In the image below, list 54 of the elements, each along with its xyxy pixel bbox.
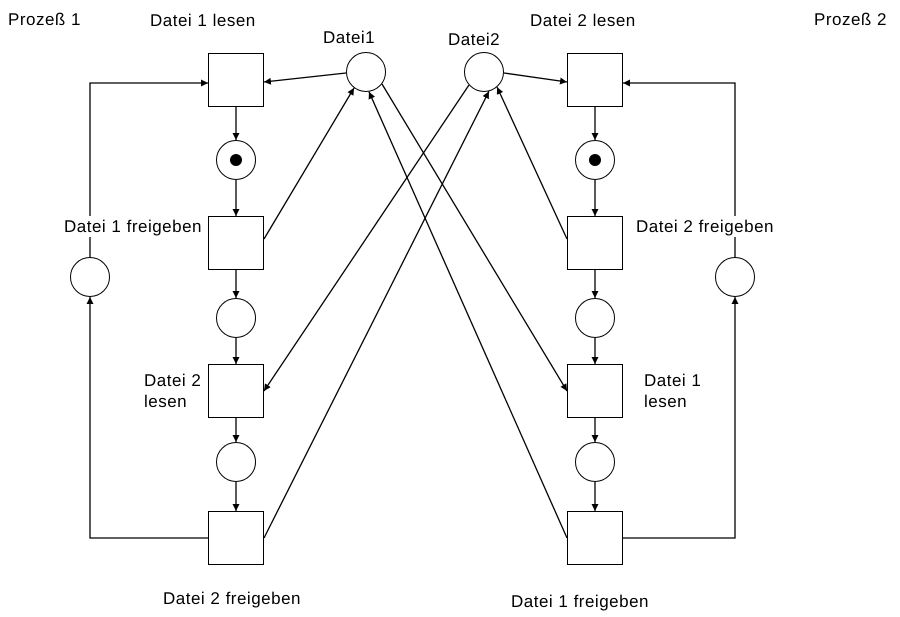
arc-arrow — [496, 86, 568, 240]
arc-arrow — [381, 84, 568, 392]
node-label: Datei2 — [448, 29, 500, 50]
node-label: Datei 1 lesen — [644, 370, 702, 412]
arc-arrow — [504, 72, 568, 84]
place-circle — [216, 442, 256, 482]
process-label: Prozeß 1 — [8, 9, 81, 30]
arc-arrow — [232, 482, 240, 511]
arc-arrow — [592, 180, 598, 216]
transition-box — [208, 53, 264, 107]
node-label: Datei 1 freigeben — [511, 591, 649, 612]
place-circle — [464, 52, 504, 92]
node-label: Datei 2 freigeben — [636, 216, 774, 238]
arc-arrow — [263, 84, 470, 392]
arc-arrow — [232, 107, 240, 140]
place-circle — [216, 140, 256, 180]
arc-arrow — [263, 88, 355, 240]
arc-arrow — [592, 418, 598, 442]
transition-box — [567, 53, 623, 107]
place-circle — [575, 140, 615, 180]
place-circle — [575, 442, 615, 482]
node-label: Datei 2 lesen — [530, 10, 636, 32]
transition-box — [567, 511, 623, 565]
transition-box — [208, 511, 264, 565]
node-label: Datei1 — [323, 27, 376, 48]
node-label: Datei 2 lesen — [144, 370, 202, 412]
place-circle — [575, 298, 615, 338]
arc-arrow — [592, 482, 598, 511]
arc-arrow — [263, 91, 490, 538]
transition-box — [567, 364, 623, 418]
place-circle — [216, 298, 256, 338]
arc-arrow — [232, 270, 240, 298]
transition-box — [208, 216, 264, 270]
arc-arrow — [232, 418, 240, 442]
arc-arrow — [623, 297, 738, 539]
arc-arrow — [89, 80, 208, 257]
place-circle — [715, 257, 755, 297]
arc-arrow — [592, 270, 598, 298]
arc-arrow — [264, 72, 346, 85]
arc-arrow — [232, 180, 240, 216]
transition-box — [567, 216, 623, 270]
arc-arrow — [368, 92, 568, 538]
arc-arrow — [232, 338, 240, 364]
process-label: Prozeß 2 — [814, 9, 887, 30]
arc-arrow — [592, 338, 598, 364]
node-label: Datei 1 freigeben — [64, 216, 202, 238]
arc-arrow — [623, 80, 736, 257]
node-label: Datei 2 freigeben — [163, 588, 301, 610]
node-label: Datei 1 lesen — [150, 10, 256, 32]
arc-arrow — [592, 107, 598, 140]
place-circle — [70, 257, 110, 297]
place-circle — [346, 52, 386, 92]
transition-box — [208, 364, 264, 418]
arc-arrow — [86, 297, 208, 539]
